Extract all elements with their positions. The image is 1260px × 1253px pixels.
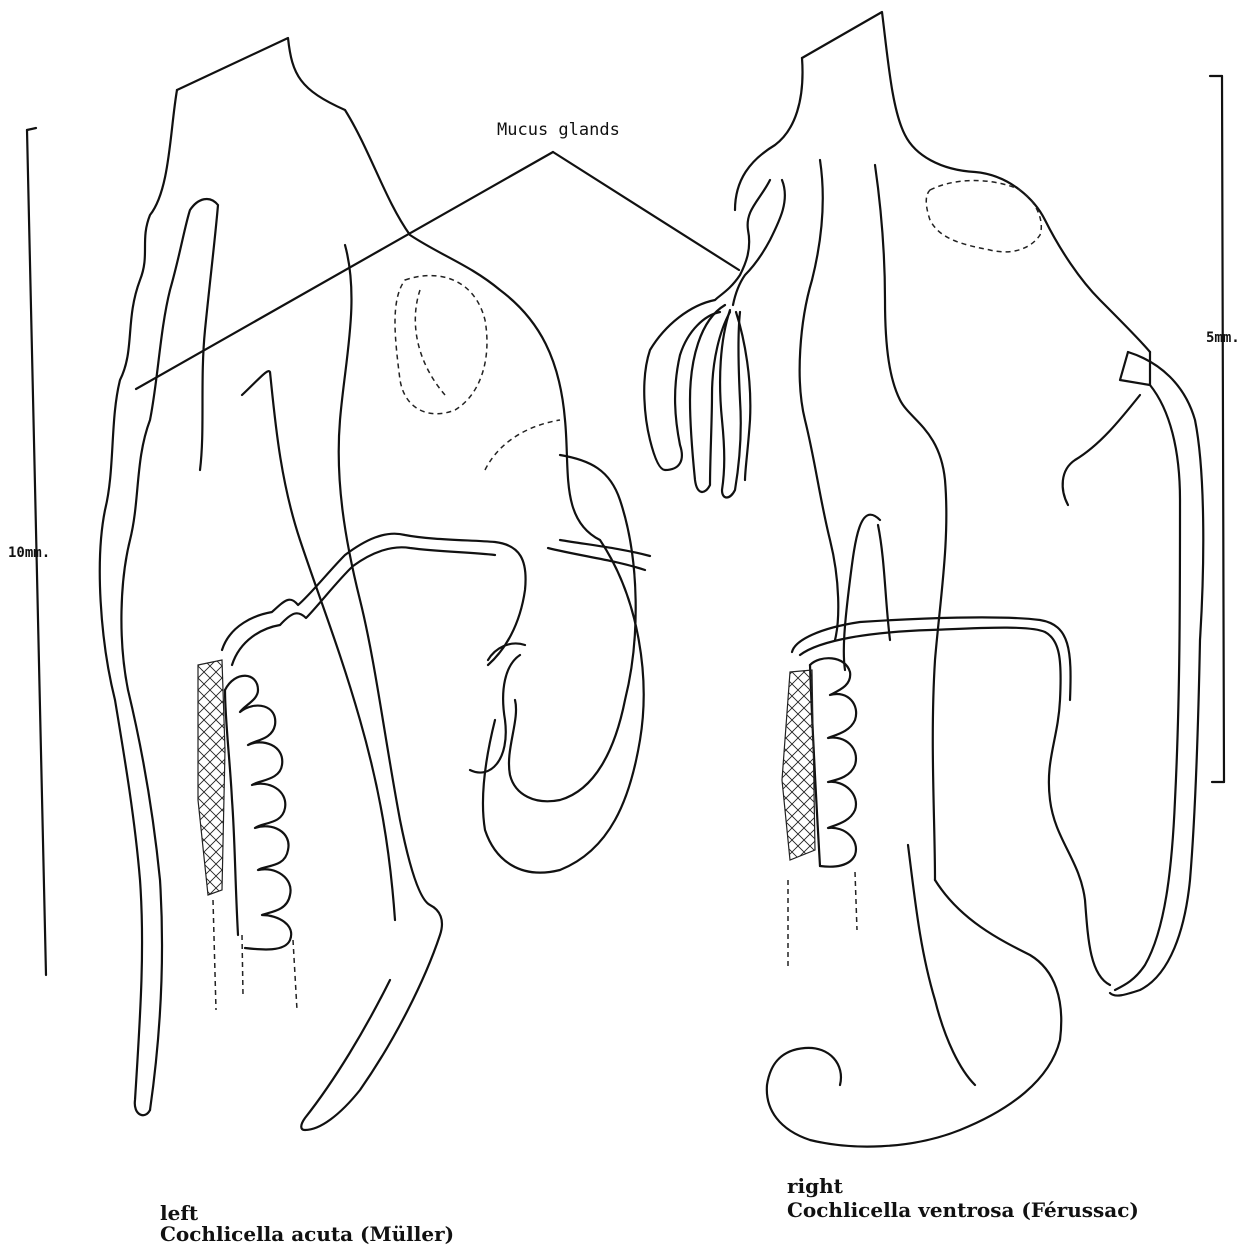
left-body-outline [177, 38, 644, 873]
left-specimen-drawing [100, 38, 650, 1130]
scale-label-left: 10mm. [8, 545, 50, 561]
scale-bar-right [1210, 76, 1224, 782]
left-species-caption: Cochlicella acuta (Müller) [160, 1222, 454, 1246]
right-position-label: right [787, 1174, 844, 1198]
right-specimen-drawing [644, 12, 1203, 1147]
right-species-caption: Cochlicella ventrosa (Férussac) [787, 1198, 1139, 1222]
mucus-glands-label: Mucus glands [497, 120, 620, 140]
scale-label-right: 5mm. [1206, 330, 1240, 346]
